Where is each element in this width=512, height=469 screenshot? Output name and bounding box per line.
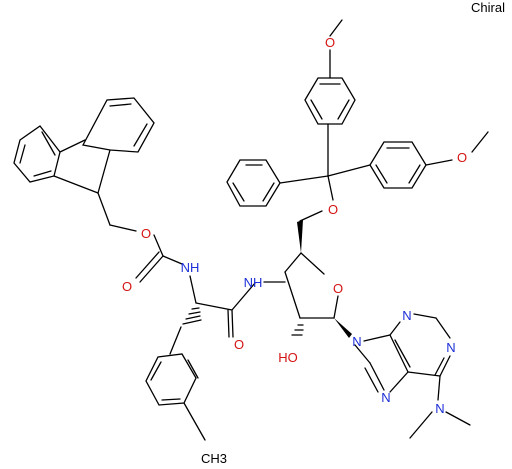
fluorene-right-double-bond-2 [133,123,148,147]
mp-right-o-bond [425,159,453,166]
n1-c6-double [434,357,445,376]
phenyl-double-2 [232,182,245,202]
fluorene-biaryl-bond [59,139,86,153]
fluorene-right-ring [82,97,155,153]
ester-o-carbonyl-bond [153,234,164,257]
atom-o-carbamate-ester: O [141,226,151,241]
fmoc-ch2-o-bond [109,224,137,232]
calpha-carbonyl-bond [195,302,233,311]
atom-n-amide: NH [244,275,263,290]
c4-o-bond [300,252,325,275]
furanose-ring [263,210,352,338]
mp-right-double-3 [375,164,388,184]
n-calpha-bond [189,275,197,304]
atom-n1: N [446,340,455,355]
o-trityl-carbon-bond [327,175,334,201]
mp-top-double-3 [310,99,323,120]
mp-top-methyl-bond [329,19,343,37]
tolyl-group [145,353,206,441]
n9-c8-bond [354,344,371,364]
nme2-methyl-1 [409,411,433,439]
tolyl-double-2 [161,398,181,401]
c2-n1-bond [435,317,451,339]
hashed-wedge-c2-oh [291,324,304,336]
amino-acid-backbone [169,275,256,355]
atom-n3: N [402,308,411,323]
amide-co-bond [231,309,234,338]
n1-c6-bond [439,355,451,377]
carbamate-co-double [135,251,160,279]
mp-right-methyl-bond [471,131,489,153]
fluorene-left-double-bond-3 [41,131,56,156]
phenyl-ring [226,159,281,207]
atom-n-dimethylamino: N [435,401,444,416]
tolyl-double-3 [150,361,162,381]
atom-o-methoxy-top: O [325,35,335,50]
methoxyphenyl-right-ring [369,141,427,189]
carbamate-group [135,234,183,283]
wedge-c1-n9 [334,318,352,338]
phenyl-double-3 [262,182,275,202]
n7-c5-bond [389,371,409,393]
atom-ch3-tolyl: CH3 [201,451,227,466]
fluorenyl-group [13,97,155,232]
atom-o-trityl-ether: O [328,202,338,217]
o-c1-bond [333,295,339,319]
c4-c5-bond [389,334,409,373]
fluorene-c9-bond-right [97,149,111,194]
atom-oh-2prime: HO [278,350,298,365]
n3-c2-bond [413,313,437,319]
atom-o-carbamate-carbonyl: O [122,279,132,294]
c3-c4-bond [284,252,302,273]
mp-right-trityl-bond [327,164,371,177]
atom-n7: N [381,390,390,405]
amide-co-double [227,309,230,338]
n9-c4-bond [363,334,391,342]
atom-o-ring: O [333,281,343,296]
fluorene-left-double-bond-1 [19,144,26,164]
chiral-label: Chiral [471,0,505,15]
amide-cn-bond [231,282,256,311]
ch2-o-bond [299,210,323,222]
ch2-tolyl-bond [169,326,182,355]
tolyl-ring [145,353,197,406]
mp-top-double-2 [337,99,350,120]
tolyl-double-1 [187,359,199,379]
purine-group [354,313,471,439]
c6-nme2-bond [437,375,441,401]
c2-c3-bond [284,271,301,319]
hashed-wedge-calpha [182,307,202,325]
c6-c5-bond [407,371,441,377]
atom-n-carbamate: NH [181,260,200,275]
fluorene-c9-bond-left [53,175,99,194]
fmoc-ch2-bond [97,192,111,226]
fluorene-left-ring [13,125,61,183]
methoxyphenyl-top-ring [304,77,356,125]
dmt-group [226,19,489,207]
fluorene-right-double-bond-1 [109,103,132,107]
wedge-c4-ch2 [297,220,303,253]
c8-n7-bond [369,362,385,391]
phenyl-trityl-bond [279,175,329,184]
c4-c5-double [394,339,411,368]
carbamate-co-bond [139,255,164,283]
atom-o-methoxy-right: O [457,150,467,165]
nme2-methyl-2 [445,411,471,426]
atom-n9: N [352,334,361,349]
c4-n3-bond [389,321,401,336]
carbamate-cn-bond [162,255,183,265]
tolyl-methyl-bond [183,402,206,441]
fluorene-left-double-bond-2 [33,170,52,177]
c8-n7-double [364,367,379,393]
atom-o-amide-carbonyl: O [234,337,244,352]
mp-right-double-2 [408,164,421,184]
